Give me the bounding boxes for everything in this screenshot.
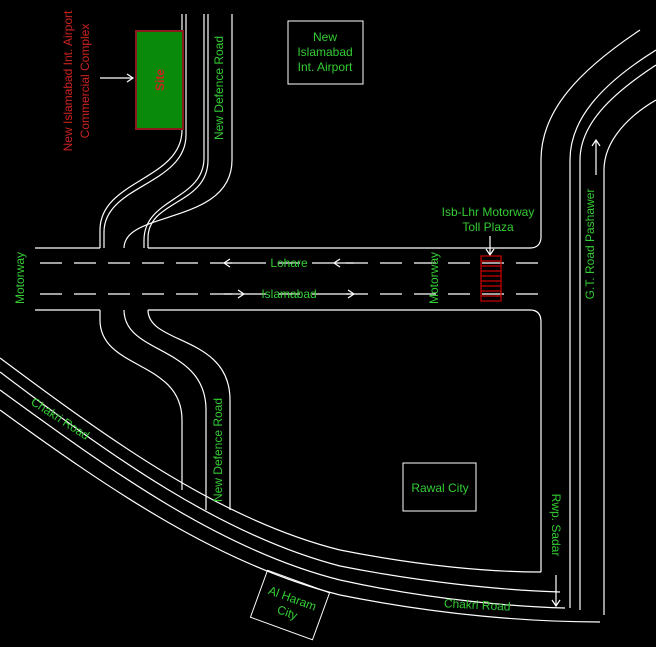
motorway-west-label: Motorway [13,252,27,304]
right-arrow-icon [126,73,135,83]
left-arrow-icon [222,258,244,268]
gt-road-far-edge [603,99,656,615]
al-haram-city-box [249,569,331,641]
new-defence-road-inner-west [103,14,187,248]
new-defence-road-north-west-edge [99,14,183,248]
airport-label-line3: Int. Airport [298,60,353,74]
rawal-city-box [402,462,477,512]
new-defence-road-south-west-edge [99,310,183,490]
rawal-city-label: Rawal City [411,481,468,495]
site-callout-line2: Commercial Complex [78,24,92,139]
gt-road-outer-edge [540,29,641,238]
site-callout-line1: New Islamabad Int. Airport [61,10,75,151]
right-arrow-icon [224,289,246,299]
new-defence-road-south-east-edge [147,309,231,510]
site-label: Site [153,69,167,91]
al-haram-label-line2: City [275,602,299,622]
toll-plaza-marker [480,255,502,302]
new-defence-road-south-inner [123,309,207,510]
toll-plaza-label-line1: Isb-Lhr Motorway [442,205,535,219]
new-defence-road-north-label: New Defence Road [212,36,226,140]
motorway-south-edge [35,309,542,572]
motorway-east-label: Motorway [427,252,441,304]
new-defence-road-north-outer [123,14,233,249]
chakri-road-south-edge [0,389,566,609]
down-arrow-icon [551,575,561,608]
chakri-road-south-label: Chakri Road [444,596,511,613]
right-arrow-icon [334,289,356,299]
down-arrow-icon [485,236,495,257]
airport-label-line1: New [313,30,337,44]
chakri-road-mid-line [0,371,561,593]
up-arrow-icon [591,138,601,175]
lane-west-label: Lohare [270,256,308,270]
chakri-road-north-edge [0,357,542,573]
al-haram-city-group: Al Haram City [249,569,331,641]
gt-road-label: G.T. Road Pashawer [583,189,597,300]
chakri-road-outer-edge [0,409,601,623]
gt-road-inner-edge-2 [579,64,656,610]
lane-east-label: Islamabad [261,287,316,301]
toll-plaza-label-line2: Toll Plaza [462,220,514,234]
new-defence-road-south-label: New Defence Road [211,398,225,502]
gt-road-inner-edge-1 [569,49,656,608]
airport-label-line2: Islamabad [297,45,352,59]
airport-box [287,20,364,85]
left-arrow-icon [332,258,354,268]
rwp-sadar-label: Rwp. Sadar [549,494,563,557]
motorway-north-edge [35,237,542,249]
site-box [135,30,184,130]
new-defence-road-north-east-edge [147,14,209,248]
new-defence-road-inner-east [143,14,205,248]
